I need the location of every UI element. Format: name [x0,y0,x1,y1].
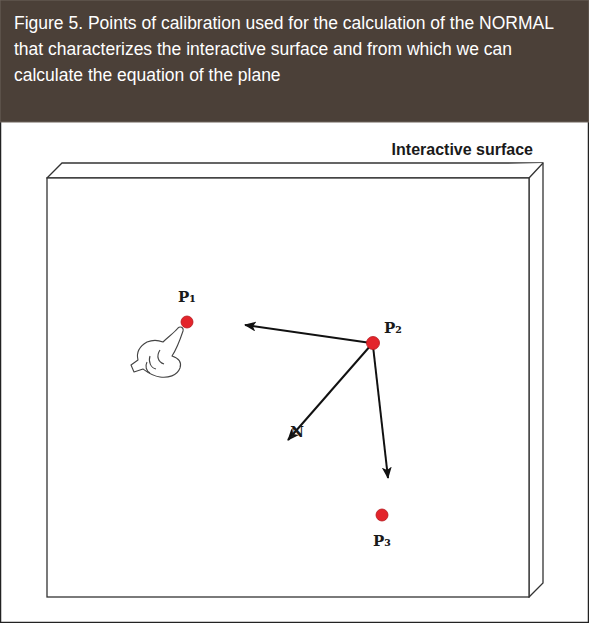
point-label: P₃ [373,532,391,550]
caption-band [0,0,589,122]
point-label: P₂ [384,319,402,337]
point-label: P₁ [178,288,196,306]
surface-heading: Interactive surface [392,141,533,159]
normal-label: N [290,423,304,441]
pointing-hand [131,327,183,377]
surface-plate [47,163,543,597]
calibration-dots [181,316,388,521]
surface-node: Interactive surface [47,138,544,598]
vector-arrows [245,325,388,478]
figure-caption: Figure 5. Points of calibration used for… [14,10,574,88]
